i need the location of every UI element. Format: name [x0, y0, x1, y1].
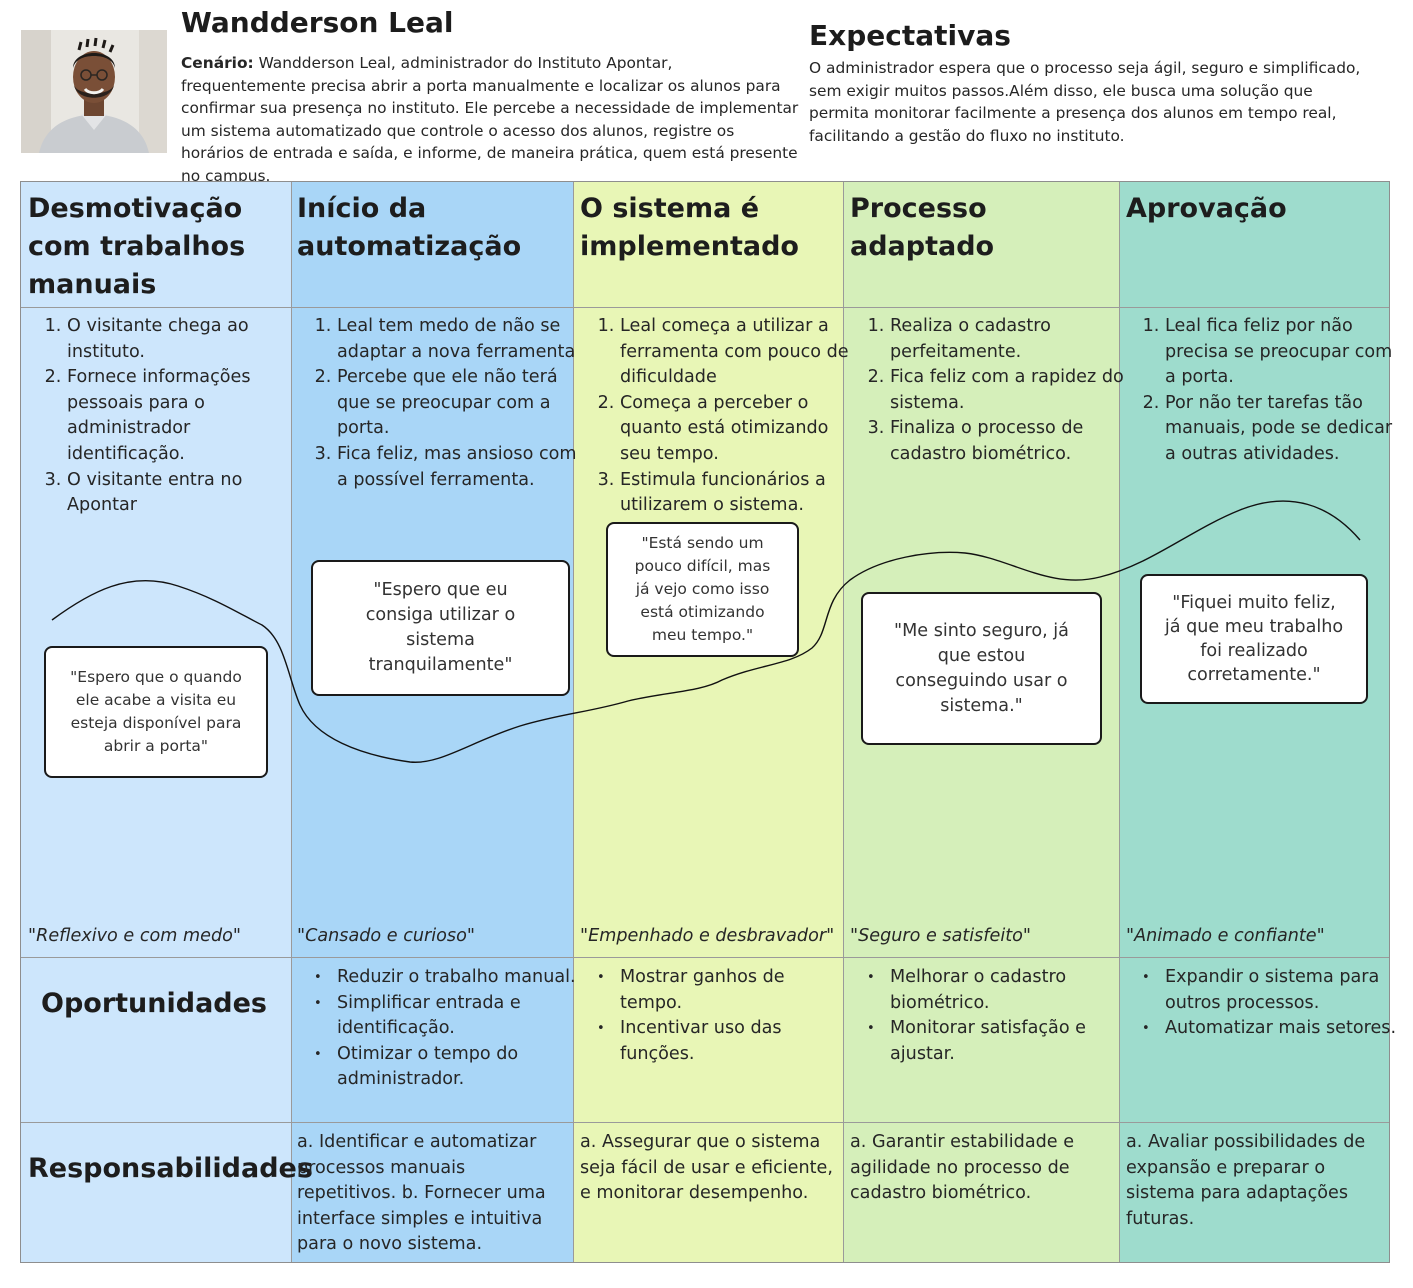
- scenario-text: Wandderson Leal, administrador do Instit…: [181, 54, 799, 185]
- stage-feeling-1: "Reflexivo e com medo": [28, 926, 241, 946]
- stage-column-3: [573, 181, 843, 1262]
- opportunity-item: Melhorar o cadastro biométrico.: [867, 965, 1130, 1016]
- opportunity-item: Monitorar satisfação e ajustar.: [867, 1016, 1130, 1067]
- opportunities-list-3: Mostrar ganhos de tempo. Incentivar uso …: [580, 965, 850, 1067]
- responsibility-text-4: a. Garantir estabilidade e agilidade no …: [850, 1132, 1075, 1204]
- column-divider: [291, 181, 292, 1262]
- column-divider: [843, 181, 844, 1262]
- scenario-label: Cenário:: [181, 54, 254, 72]
- stage-quote-5: "Fiquei muito feliz, já que meu trabalho…: [1140, 574, 1368, 704]
- persona-photo: [21, 30, 167, 153]
- stage-title-5: Aprovação: [1126, 193, 1287, 224]
- stage-feeling-3: "Empenhado e desbravador": [580, 926, 835, 946]
- journey-map-frame: [20, 181, 1390, 1263]
- step-item: Realiza o cadastro perfeitamente.: [890, 314, 1130, 365]
- step-item: Fornece informações pessoais para o admi…: [67, 365, 297, 467]
- opportunities-list-2: Reduzir o trabalho manual. Simplificar e…: [297, 965, 587, 1093]
- stage-title-4: Processo adaptado: [850, 193, 995, 262]
- stage-quote-3: "Está sendo um pouco difícil, mas já vej…: [606, 522, 799, 657]
- stage-quote-1: "Espero que o quando ele acabe a visita …: [44, 646, 268, 778]
- expectations-title: Expectativas: [809, 19, 1011, 52]
- persona-avatar-image: [21, 30, 167, 153]
- opportunities-list-4: Melhorar o cadastro biométrico. Monitora…: [850, 965, 1130, 1067]
- row-divider: [21, 1122, 1389, 1123]
- opportunity-item: Simplificar entrada e identificação.: [314, 991, 587, 1042]
- responsibility-text-3: a. Assegurar que o sistema seja fácil de…: [580, 1132, 833, 1204]
- stage-column-5: [1119, 181, 1389, 1262]
- step-item: Leal fica feliz por não precisa se preoc…: [1165, 314, 1395, 391]
- step-item: Finaliza o processo de cadastro biométri…: [890, 416, 1130, 467]
- step-item: Fica feliz, mas ansioso com a possível f…: [337, 442, 577, 493]
- step-item: Fica feliz com a rapidez do sistema.: [890, 365, 1130, 416]
- opportunity-item: Otimizar o tempo do administrador.: [314, 1042, 587, 1093]
- row-divider: [21, 307, 1389, 308]
- column-divider: [1119, 181, 1120, 1262]
- stage-quote-2: "Espero que eu consiga utilizar o sistem…: [311, 560, 570, 696]
- row-divider: [21, 957, 1389, 958]
- stage-steps-2: Leal tem medo de não se adaptar a nova f…: [297, 314, 577, 493]
- stage-quote-4: "Me sinto seguro, já que estou conseguin…: [861, 592, 1102, 745]
- stage-feeling-5: "Animado e confiante": [1126, 926, 1325, 946]
- step-item: Por não ter tarefas tão manuais, pode se…: [1165, 391, 1395, 468]
- column-divider: [573, 181, 574, 1262]
- opportunity-item: Mostrar ganhos de tempo.: [597, 965, 850, 1016]
- step-item: Percebe que ele não terá que se preocupa…: [337, 365, 577, 442]
- responsibilities-label: Responsabilidades: [28, 1153, 313, 1184]
- opportunities-list-5: Expandir o sistema para outros processos…: [1125, 965, 1405, 1042]
- stage-feeling-4: "Seguro e satisfeito": [850, 926, 1031, 946]
- stage-steps-4: Realiza o cadastro perfeitamente. Fica f…: [850, 314, 1130, 468]
- persona-scenario: Cenário: Wandderson Leal, administrador …: [181, 52, 801, 188]
- step-item: Leal começa a utilizar a ferramenta com …: [620, 314, 850, 391]
- opportunity-item: Automatizar mais setores.: [1142, 1016, 1405, 1042]
- step-item: Estimula funcionários a utilizarem o sis…: [620, 468, 850, 519]
- stage-steps-3: Leal começa a utilizar a ferramenta com …: [580, 314, 850, 519]
- expectations-text: O administrador espera que o processo se…: [809, 59, 1361, 145]
- stage-steps-1: O visitante chega ao instituto. Fornece …: [27, 314, 297, 519]
- opportunity-item: Reduzir o trabalho manual.: [314, 965, 587, 991]
- responsibility-text-5: a. Avaliar possibilidades de expansão e …: [1126, 1132, 1366, 1229]
- step-item: O visitante entra no Apontar: [67, 468, 297, 519]
- stage-feeling-2: "Cansado e curioso": [297, 926, 475, 946]
- step-item: O visitante chega ao instituto.: [67, 314, 297, 365]
- opportunities-label: Oportunidades: [41, 988, 268, 1019]
- stage-title-2: Início da automatização: [297, 193, 522, 262]
- step-item: Começa a perceber o quanto está otimizan…: [620, 391, 850, 468]
- responsibility-text-2: a. Identificar e automatizar processos m…: [297, 1132, 546, 1255]
- step-item: Leal tem medo de não se adaptar a nova f…: [337, 314, 577, 365]
- stage-title-3: O sistema é implementado: [580, 193, 799, 262]
- opportunity-item: Incentivar uso das funções.: [597, 1016, 850, 1067]
- stage-steps-5: Leal fica feliz por não precisa se preoc…: [1125, 314, 1395, 468]
- opportunity-item: Expandir o sistema para outros processos…: [1142, 965, 1405, 1016]
- persona-name: Wandderson Leal: [181, 6, 454, 39]
- stage-title-1: Desmotivação com trabalhos manuais: [28, 193, 246, 300]
